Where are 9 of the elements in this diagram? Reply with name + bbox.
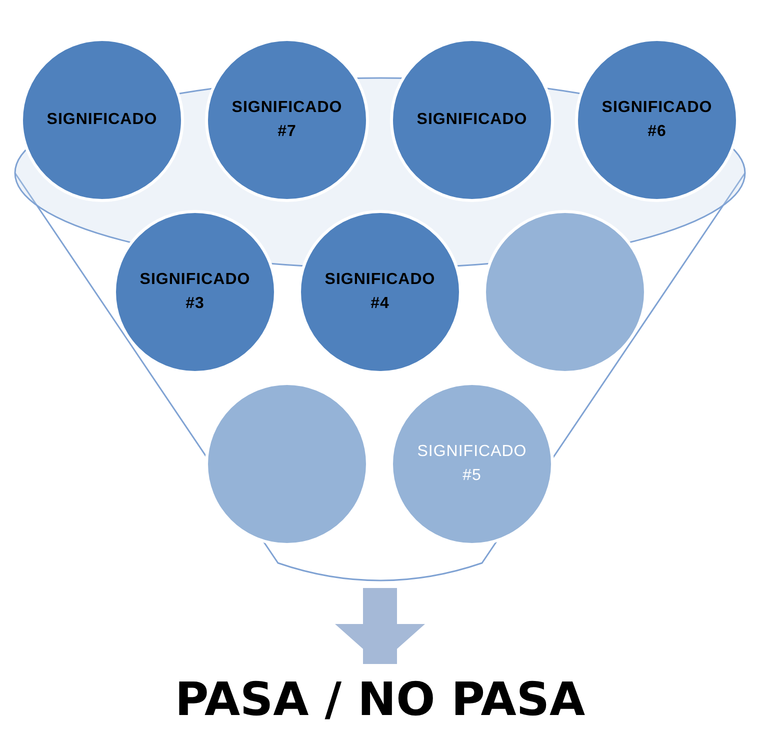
node-label: SIGNIFICADO bbox=[416, 110, 528, 130]
node-label: SIGNIFICADO #5 bbox=[416, 442, 528, 486]
down-arrow bbox=[335, 588, 425, 664]
node-label: SIGNIFICADO #7 bbox=[230, 98, 344, 142]
node-label: SIGNIFICADO #6 bbox=[600, 98, 714, 142]
node-label: SIGNIFICADO #3 bbox=[138, 270, 252, 314]
result-text: PASA / NO PASA bbox=[0, 664, 760, 734]
node-label: SIGNIFICADO bbox=[46, 110, 158, 130]
node-label: SIGNIFICADO #4 bbox=[324, 270, 436, 314]
